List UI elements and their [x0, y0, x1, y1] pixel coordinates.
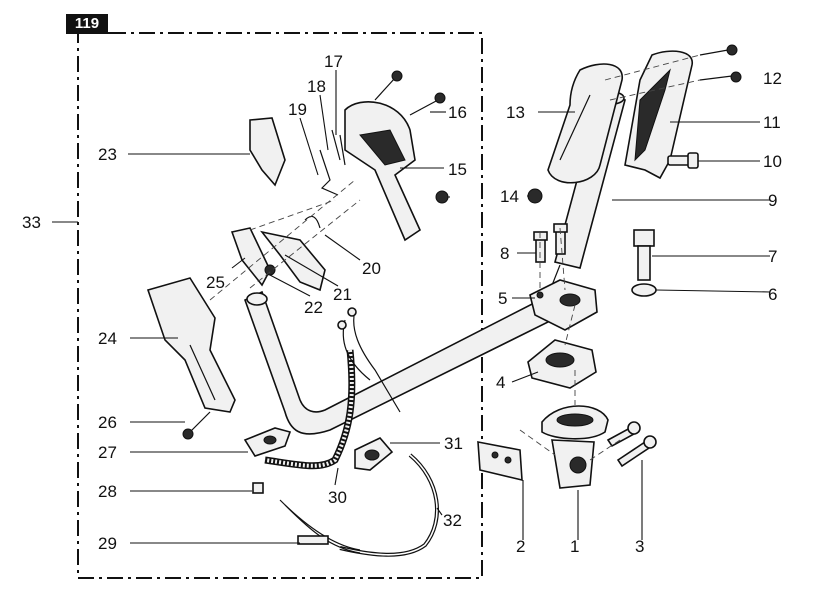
label-16: 16	[448, 103, 467, 122]
bolts-8	[533, 223, 568, 263]
control-housing	[344, 101, 422, 242]
label-26: 26	[98, 413, 117, 432]
washer-6	[631, 283, 657, 297]
spring-20	[304, 215, 321, 229]
bolt-10	[667, 152, 699, 169]
trigger-lock	[249, 117, 286, 187]
label-17: 17	[324, 52, 343, 71]
label-1: 1	[570, 537, 579, 556]
label-31: 31	[444, 434, 463, 453]
screw-26	[182, 411, 211, 440]
label-2: 2	[516, 537, 525, 556]
label-32: 32	[443, 511, 462, 530]
clip-31	[354, 437, 394, 471]
label-8: 8	[500, 244, 509, 263]
label-11: 11	[763, 113, 781, 132]
cable-32	[339, 453, 439, 557]
screws-12	[699, 44, 742, 83]
springs	[319, 129, 346, 196]
callout-labels: 1 2 3 4 5 6 7 8 9 10 11 12 13 14 15 16 1…	[22, 52, 782, 556]
label-25: 25	[206, 273, 225, 292]
wire-harness	[252, 482, 361, 554]
label-33: 33	[22, 213, 41, 232]
clamp-lower	[527, 339, 597, 389]
clamp-upper	[529, 279, 598, 331]
leader-lines	[128, 70, 771, 544]
trigger	[230, 227, 326, 292]
label-5: 5	[498, 289, 507, 308]
assembly-frame	[77, 32, 483, 579]
label-30: 30	[328, 488, 347, 507]
label-23: 23	[98, 145, 117, 164]
label-12: 12	[763, 69, 782, 88]
handle-housing	[146, 277, 236, 413]
label-14: 14	[500, 187, 519, 206]
label-21: 21	[333, 285, 352, 304]
label-13: 13	[506, 103, 525, 122]
label-7: 7	[768, 247, 777, 266]
label-18: 18	[307, 77, 326, 96]
page-number-badge: 119	[66, 14, 108, 34]
label-10: 10	[763, 152, 782, 171]
label-15: 15	[448, 160, 467, 179]
label-29: 29	[98, 534, 117, 553]
clamp-base	[541, 405, 609, 489]
label-4: 4	[496, 373, 505, 392]
label-19: 19	[288, 100, 307, 119]
label-27: 27	[98, 443, 117, 462]
label-6: 6	[768, 285, 777, 304]
label-22: 22	[304, 298, 323, 317]
label-20: 20	[362, 259, 381, 278]
bolts-3	[606, 421, 657, 468]
nut-14-upper	[435, 190, 449, 204]
wires	[337, 307, 401, 413]
label-3: 3	[635, 537, 644, 556]
nut-14	[527, 188, 543, 204]
right-grip	[547, 63, 623, 184]
cable-holder	[477, 441, 523, 482]
label-9: 9	[768, 191, 777, 210]
screw-top	[374, 70, 403, 101]
screw-16	[409, 92, 446, 116]
label-24: 24	[98, 329, 117, 348]
label-28: 28	[98, 482, 117, 501]
clip-27	[243, 427, 292, 457]
grip-bracket	[624, 50, 693, 180]
assembly-lines	[209, 54, 701, 461]
cable-30	[264, 349, 356, 470]
bolt-7	[633, 229, 655, 281]
